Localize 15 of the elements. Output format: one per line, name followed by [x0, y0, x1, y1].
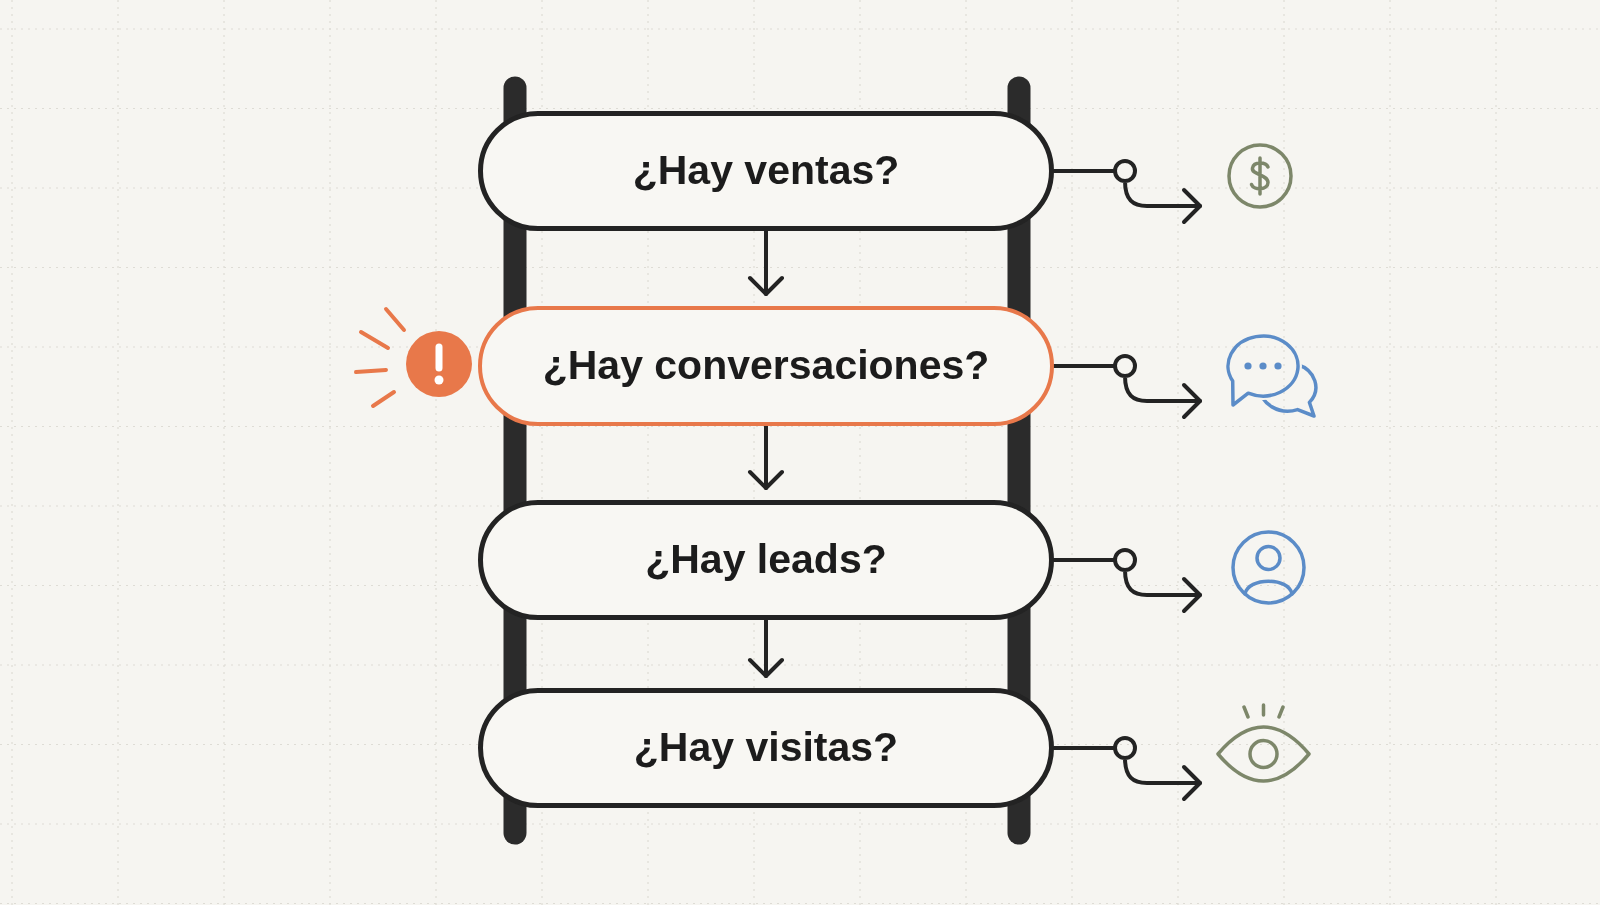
- question-text: ¿Hay ventas?: [632, 147, 900, 195]
- hooked-arrow: [1052, 736, 1202, 801]
- question-text: ¿Hay visitas?: [633, 724, 899, 772]
- question-text: ¿Hay conversaciones?: [542, 342, 990, 390]
- arrow: [748, 229, 784, 296]
- arrow: [748, 424, 784, 490]
- hooked-arrow: [1052, 159, 1202, 224]
- hooked-arrow: [1052, 354, 1202, 419]
- arrow: [748, 618, 784, 678]
- eye-icon: [1216, 703, 1311, 782]
- chat-bubbles-icon: [1226, 332, 1320, 418]
- dollar-coin-icon: [1227, 143, 1293, 209]
- hooked-arrow: [1052, 548, 1202, 613]
- person-icon: [1231, 530, 1306, 605]
- question-text: ¿Hay leads?: [645, 536, 887, 584]
